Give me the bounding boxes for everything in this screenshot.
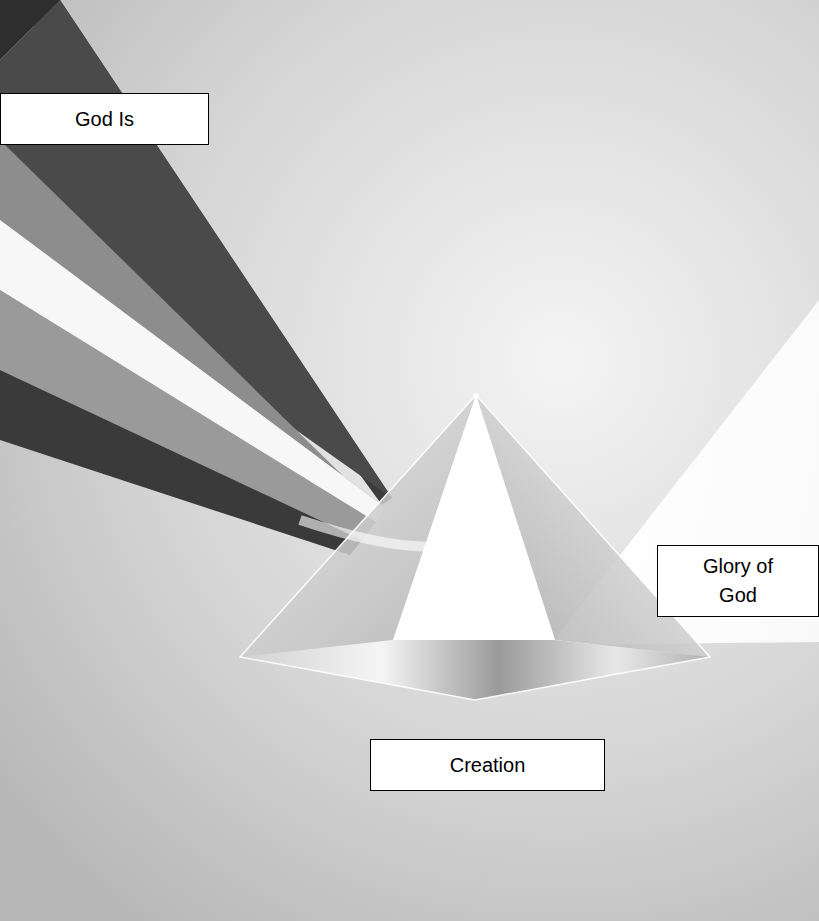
box-text: God Is — [75, 105, 134, 134]
label-box: Creation — [370, 739, 605, 791]
label-box: Glory of God — [657, 545, 819, 617]
box-text: Glory of God — [698, 552, 778, 610]
box-text: Creation — [450, 751, 526, 780]
label-box: God Is — [0, 93, 209, 145]
